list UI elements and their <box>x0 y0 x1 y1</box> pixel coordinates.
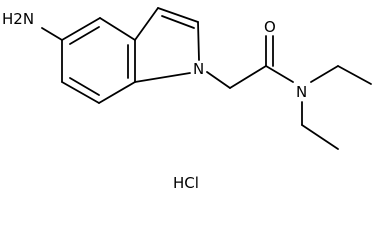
benzene-ring-bonds <box>61 17 136 104</box>
salt-label: HCl <box>173 174 199 192</box>
amine-label: H2N <box>2 10 34 28</box>
double-bond-c3-c2 <box>161 15 195 29</box>
pyrrole-ring-bonds <box>134 7 200 83</box>
bond-c4-c5 <box>61 17 101 41</box>
bond-ethyl2-ch3 <box>301 124 339 150</box>
bond-c3a-c4 <box>99 17 136 41</box>
bond-ch2-carbonyl <box>229 65 267 89</box>
bond-ethyl1-ch3 <box>337 65 372 85</box>
bond-amide-n-ethyl1-ch2 <box>310 65 339 83</box>
atom-labels: H2N N O N HCl <box>2 10 307 192</box>
double-bond-c4-c5 <box>69 26 100 45</box>
bond-c6-c7 <box>61 81 100 104</box>
bond-carbonyl-amide-n <box>265 65 294 83</box>
bond-c7-c7a <box>98 81 136 104</box>
ring-nitrogen-label: N <box>193 60 204 78</box>
bond-n1-c7a <box>134 72 191 83</box>
bond-c2-n1 <box>197 21 200 61</box>
bond-c3-c2 <box>157 7 199 23</box>
carbonyl-oxygen-label: O <box>264 18 276 36</box>
amide-nitrogen-label: N <box>296 83 307 101</box>
bond-c3a-c3 <box>134 7 159 41</box>
side-chain-bonds <box>206 35 372 150</box>
double-bond-c6-c7 <box>69 77 100 96</box>
bond-c5-amine <box>41 27 63 41</box>
chemical-structure: H2N N O N HCl <box>2 7 372 192</box>
bond-n1-ch2 <box>206 71 231 89</box>
